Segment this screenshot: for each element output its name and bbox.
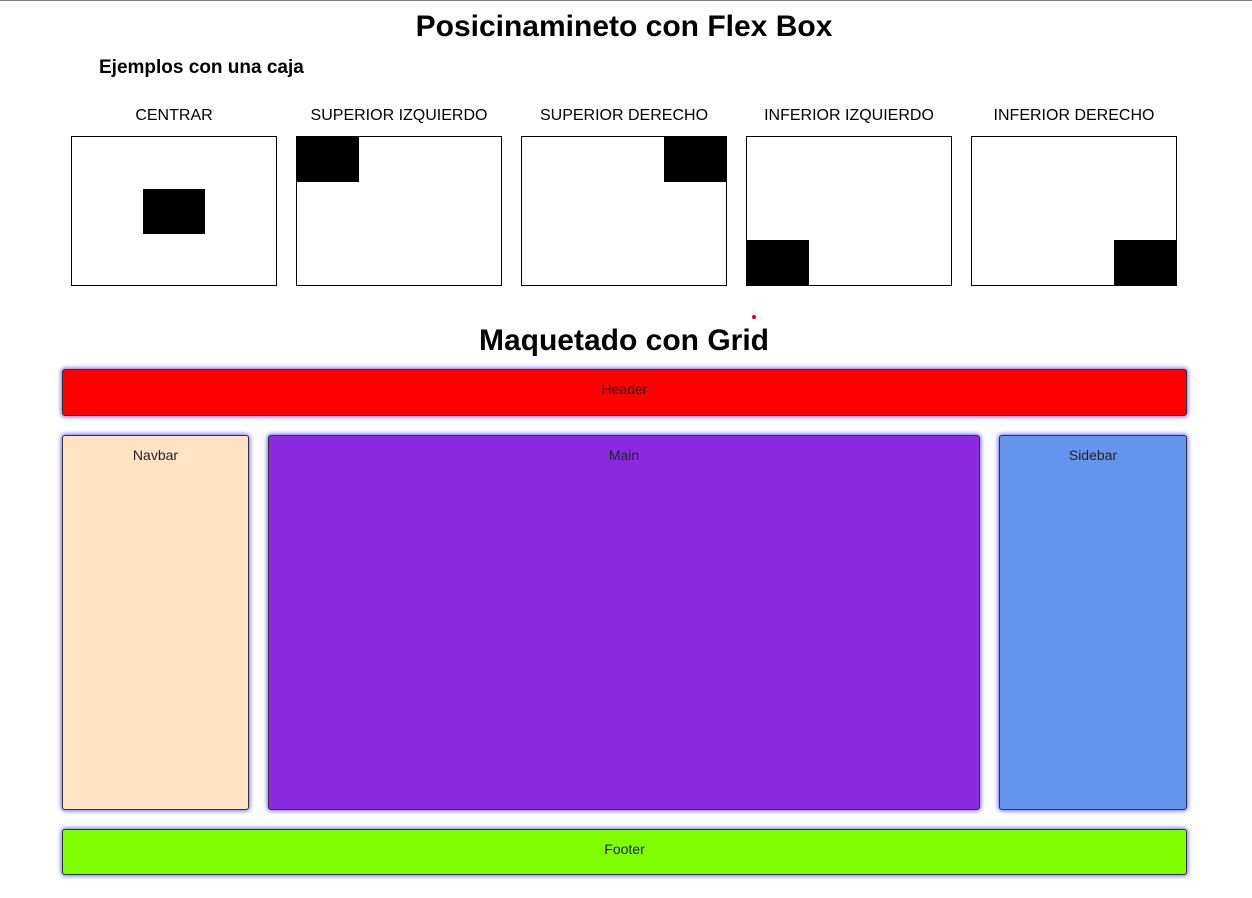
flex-container-box [71, 136, 277, 286]
example-label: CENTRAR [135, 107, 213, 124]
positioned-black-box [664, 137, 726, 182]
positioned-black-box [297, 137, 359, 182]
example-label: INFERIOR IZQUIERDO [764, 107, 934, 124]
positioned-black-box [1114, 240, 1176, 285]
grid-sidebar: Sidebar [999, 435, 1187, 810]
flex-container-box [971, 136, 1177, 286]
grid-header: Header [62, 369, 1187, 416]
flex-container-box [296, 136, 502, 286]
positioned-black-box [143, 188, 205, 234]
page-title: Posicinamineto con Flex Box [415, 10, 833, 43]
example-top-left: SUPERIOR IZQUIERDO [296, 105, 502, 286]
top-border-line [0, 0, 1252, 1]
flex-container-box [521, 136, 727, 286]
grid-layout: Header Navbar Main Sidebar Footer [62, 369, 1187, 875]
example-bottom-right: INFERIOR DERECHO [971, 105, 1177, 286]
section-subtitle: Ejemplos con una caja [99, 57, 304, 78]
example-label: INFERIOR DERECHO [993, 107, 1155, 124]
example-center: CENTRAR [71, 105, 277, 286]
example-top-right: SUPERIOR DERECHO [521, 105, 727, 286]
example-bottom-left: INFERIOR IZQUIERDO [746, 105, 952, 286]
red-dot-mark [752, 315, 756, 319]
grid-section-title: Maquetado con Grid [478, 324, 769, 357]
grid-navbar: Navbar [62, 435, 249, 810]
grid-footer: Footer [62, 829, 1187, 875]
grid-main: Main [268, 435, 980, 810]
example-label: SUPERIOR DERECHO [539, 107, 709, 124]
flex-container-box [746, 136, 952, 286]
example-label: SUPERIOR IZQUIERDO [310, 107, 488, 124]
positioned-black-box [747, 240, 809, 285]
